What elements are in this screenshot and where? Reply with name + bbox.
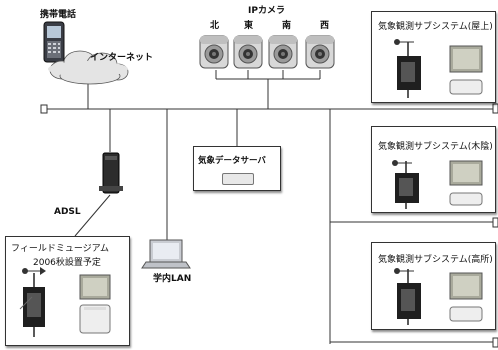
ipcam-label: IPカメラ	[248, 3, 285, 16]
console-monitor-icon	[450, 273, 482, 299]
ip-camera-icons	[200, 36, 334, 68]
field-museum-node: フィールドミュージアム 2006秋設置予定	[5, 236, 130, 346]
weather-station-icon	[20, 267, 46, 337]
server-label: 気象データサーバ	[198, 154, 266, 166]
laptop-icon	[142, 240, 190, 268]
console-monitor-icon	[450, 46, 482, 72]
camera-south-icon	[269, 36, 297, 68]
weather-station-icon	[394, 268, 421, 325]
campus-lan-label: 学内LAN	[153, 271, 191, 284]
camera-label-west: 西	[320, 18, 329, 31]
camera-label-south: 南	[282, 18, 291, 31]
mac-mini-icon	[450, 80, 482, 94]
internet-label: インターネット	[90, 50, 153, 63]
subsystem1-terminator	[493, 104, 498, 113]
backbone-terminator	[41, 105, 47, 113]
adsl-label: ADSL	[54, 207, 81, 217]
camera-west-icon	[306, 36, 334, 68]
mac-mini-icon	[80, 305, 110, 333]
camera-north-icon	[200, 36, 228, 68]
camera-east-icon	[234, 36, 262, 68]
weather-server-node: 気象データサーバ	[193, 146, 281, 191]
camera-label-north: 北	[210, 18, 219, 31]
subsystem-shade-node: 気象観測サブシステム(木陰)	[371, 126, 496, 213]
camera-label-east: 東	[244, 18, 253, 31]
weather-station-icon	[392, 160, 419, 209]
server-mac-mini-icon	[222, 173, 254, 185]
mobile-phone-icon	[44, 22, 64, 62]
console-monitor-icon	[450, 161, 482, 185]
subsystem3-terminator	[493, 338, 498, 347]
subsystem-highplace-node: 気象観測サブシステム(高所)	[371, 242, 496, 330]
mac-mini-icon	[450, 307, 482, 321]
phone-label: 携帯電話	[40, 7, 76, 20]
adsl-modem-icon	[99, 153, 123, 193]
subsystem2-terminator	[493, 218, 498, 227]
mac-mini-icon	[450, 193, 482, 205]
subsystem-rooftop-node: 気象観測サブシステム(屋上)	[371, 11, 496, 103]
weather-station-icon	[394, 39, 421, 98]
console-monitor-icon	[80, 275, 110, 299]
